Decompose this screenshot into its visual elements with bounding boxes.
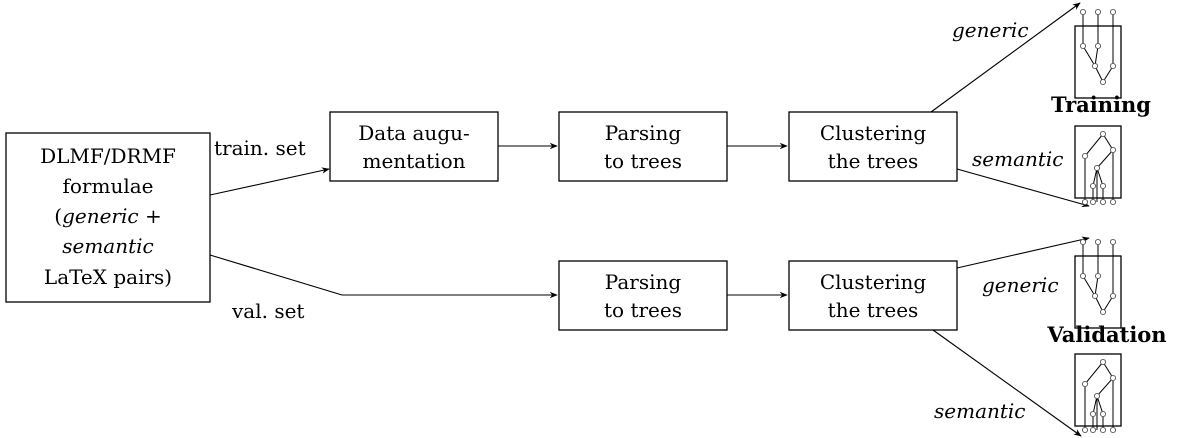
val-generic-tree-icon (1074, 238, 1122, 329)
val-semantic-label: semantic (934, 399, 1026, 423)
arrow-train-generic (930, 2, 1081, 113)
cluster-train-line-2: the trees (828, 149, 919, 173)
train-semantic-tree-icon (1074, 125, 1122, 206)
val-semantic-tree-icon (1074, 353, 1122, 434)
cluster-val-line-1: Clustering (820, 270, 927, 294)
source-box (5, 132, 211, 303)
augmentation-box (329, 111, 499, 182)
source-line-4: semantic (62, 234, 154, 258)
train-set-label: train. set (214, 136, 306, 160)
cluster-train-box (788, 111, 958, 182)
augmentation-line-2: mentation (363, 149, 466, 173)
parse-train-line-1: Parsing (605, 121, 682, 145)
source-line-5: LaTeX pairs) (44, 265, 172, 289)
parse-train-box (558, 111, 728, 182)
arrow-train-semantic (956, 168, 1090, 208)
latex-logo: LaTeX (44, 265, 108, 289)
cluster-val-box (788, 260, 958, 331)
train-generic-label: generic (952, 18, 1029, 42)
arrow-train (209, 167, 330, 196)
validation-label: Validation (1046, 322, 1166, 347)
source-line-1: DLMF/DRMF (40, 144, 176, 168)
parse-val-box (558, 260, 728, 331)
cluster-val-line-2: the trees (828, 298, 919, 322)
train-semantic-label: semantic (972, 147, 1064, 171)
source-line-2: formulae (62, 174, 153, 198)
arrow-val-in (209, 254, 343, 296)
parse-val-line-1: Parsing (605, 270, 682, 294)
cluster-train-line-1: Clustering (820, 121, 927, 145)
source-line-3: (generic + (54, 204, 161, 228)
parse-train-line-2: to trees (604, 149, 682, 173)
arrow-val-semantic (932, 329, 1082, 437)
arrow-val-generic (956, 236, 1090, 269)
parse-val-line-2: to trees (604, 298, 682, 322)
augmentation-line-1: Data augu- (358, 121, 470, 145)
train-generic-tree-icon (1074, 8, 1122, 99)
val-set-label: val. set (231, 299, 304, 323)
val-generic-label: generic (982, 273, 1059, 297)
training-label: Training (1051, 92, 1151, 117)
